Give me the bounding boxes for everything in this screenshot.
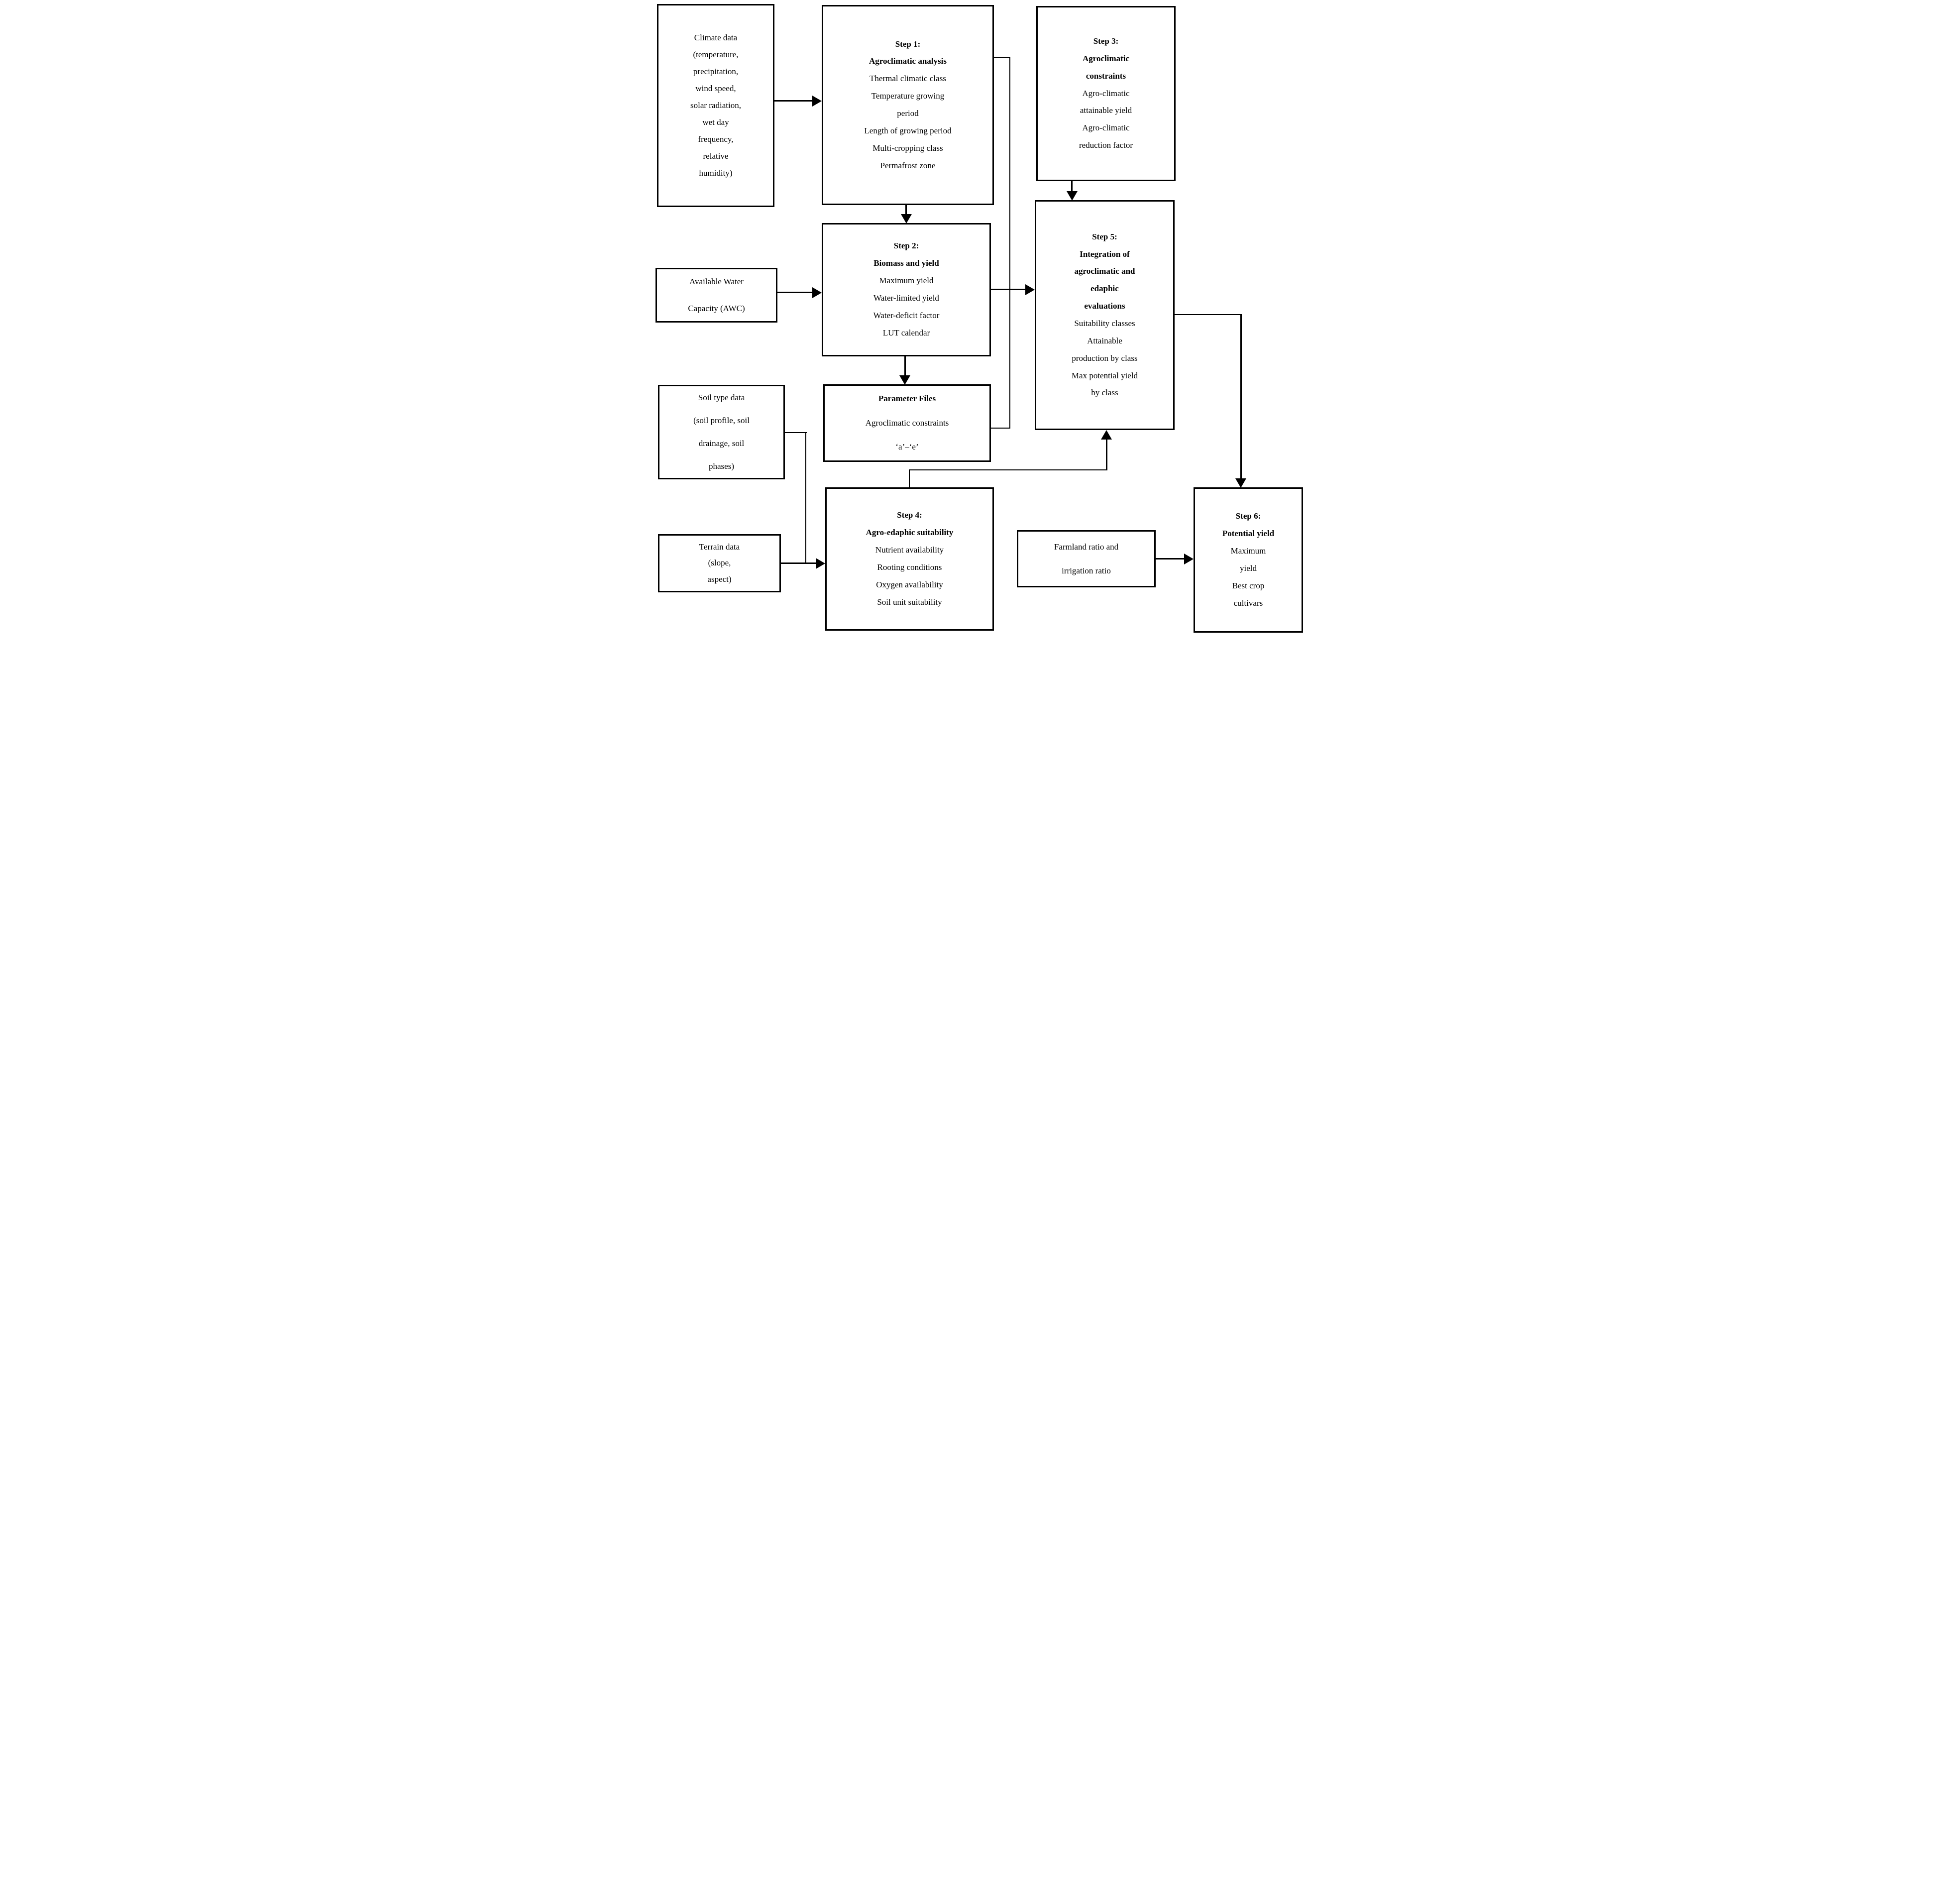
- arrow-farmland-to-step6-head: [1184, 554, 1194, 564]
- box-step-6: Step 6: Potential yield Maximum yield Be…: [1194, 487, 1303, 633]
- box-climate-data: Climate data (temperature, precipitation…: [657, 4, 774, 207]
- box-step-3-title: Step 3: Agroclimatic constraints: [1082, 36, 1130, 81]
- arrow-step4-to-step5-head: [1101, 430, 1112, 440]
- arrow-step2-to-step5-line: [991, 289, 1027, 290]
- box-terrain-data: Terrain data (slope, aspect): [658, 534, 781, 592]
- line-step1-to-param-seg3: [991, 428, 1010, 429]
- arrow-climate-to-step1-line: [774, 100, 814, 102]
- line-step1-to-param-seg2: [1009, 57, 1010, 429]
- box-step-5-title: Step 5: Integration of agroclimatic and …: [1074, 231, 1135, 311]
- arrow-step2-to-step5-head: [1025, 284, 1035, 295]
- box-step-4-body: Nutrient availability Rooting conditions…: [875, 545, 944, 607]
- box-soil-type-data: Soil type data (soil profile, soil drain…: [658, 385, 785, 479]
- arrow-awc-to-step2-line: [777, 292, 814, 293]
- box-available-water-capacity: Available Water Capacity (AWC): [655, 268, 777, 323]
- arrow-step1-to-step2-line: [905, 205, 907, 217]
- box-step-5-body: Suitability classes Attainable productio…: [1071, 319, 1138, 398]
- arrow-awc-to-step2-head: [812, 287, 822, 298]
- arrow-step5-to-step6-seg2: [1240, 314, 1242, 480]
- box-parameter-files-body: Agroclimatic constraints ‘a’–‘e’: [865, 418, 949, 452]
- box-terrain-data-text: Terrain data (slope, aspect): [699, 542, 740, 584]
- box-step-1-body: Thermal climatic class Temperature growi…: [864, 74, 952, 170]
- box-step-2: Step 2: Biomass and yield Maximum yield …: [822, 223, 991, 356]
- arrow-step5-to-step6-head: [1235, 478, 1246, 488]
- box-step-3-body: Agro-climatic attainable yield Agro-clim…: [1079, 88, 1133, 150]
- arrow-step4-to-step5-seg3: [1106, 438, 1107, 470]
- arrow-step4-to-step5-seg1: [909, 470, 910, 487]
- box-farmland-irrigation-ratio: Farmland ratio and irrigation ratio: [1017, 530, 1156, 587]
- box-parameter-files-title: Parameter Files: [878, 394, 936, 404]
- box-step-6-body: Maximum yield Best crop cultivars: [1230, 546, 1266, 608]
- box-parameter-files: Parameter Files Agroclimatic constraints…: [823, 384, 991, 462]
- box-step-2-title: Step 2: Biomass and yield: [873, 241, 939, 268]
- box-step-4: Step 4: Agro-edaphic suitability Nutrien…: [825, 487, 994, 631]
- line-soil-to-step4-seg2: [805, 432, 806, 563]
- box-farmland-irrigation-ratio-text: Farmland ratio and irrigation ratio: [1054, 542, 1119, 575]
- box-step-1-title: Step 1: Agroclimatic analysis: [869, 39, 947, 66]
- arrow-step4-to-step5-seg2: [909, 469, 1107, 470]
- arrow-step2-to-param-line: [904, 356, 906, 377]
- line-step1-to-param-seg1: [994, 57, 1010, 58]
- arrow-farmland-to-step6-line: [1156, 558, 1187, 560]
- arrow-step2-to-param-head: [899, 375, 910, 385]
- arrow-step5-to-step6-seg1: [1175, 314, 1242, 315]
- arrow-step1-to-step2-head: [901, 214, 912, 224]
- flowchart-canvas: Climate data (temperature, precipitation…: [653, 0, 1306, 635]
- arrow-step3-to-step5-line: [1071, 181, 1073, 193]
- box-step-5: Step 5: Integration of agroclimatic and …: [1035, 200, 1175, 430]
- box-step-4-title: Step 4: Agro-edaphic suitability: [866, 510, 954, 538]
- box-climate-data-text: Climate data (temperature, precipitation…: [690, 33, 741, 178]
- arrow-terrain-to-step4-head: [816, 558, 825, 569]
- arrow-step3-to-step5-head: [1067, 191, 1078, 201]
- line-soil-to-step4-seg1: [785, 432, 807, 433]
- box-step-3: Step 3: Agroclimatic constraints Agro-cl…: [1036, 6, 1176, 181]
- box-soil-type-data-text: Soil type data (soil profile, soil drain…: [693, 393, 750, 471]
- box-available-water-capacity-text: Available Water Capacity (AWC): [688, 276, 745, 313]
- arrow-terrain-to-step4-line: [781, 562, 818, 564]
- box-step-2-body: Maximum yield Water-limited yield Water-…: [873, 276, 940, 337]
- arrow-climate-to-step1-head: [812, 96, 822, 107]
- box-step-6-title: Step 6: Potential yield: [1222, 511, 1275, 539]
- box-step-1: Step 1: Agroclimatic analysis Thermal cl…: [822, 5, 994, 205]
